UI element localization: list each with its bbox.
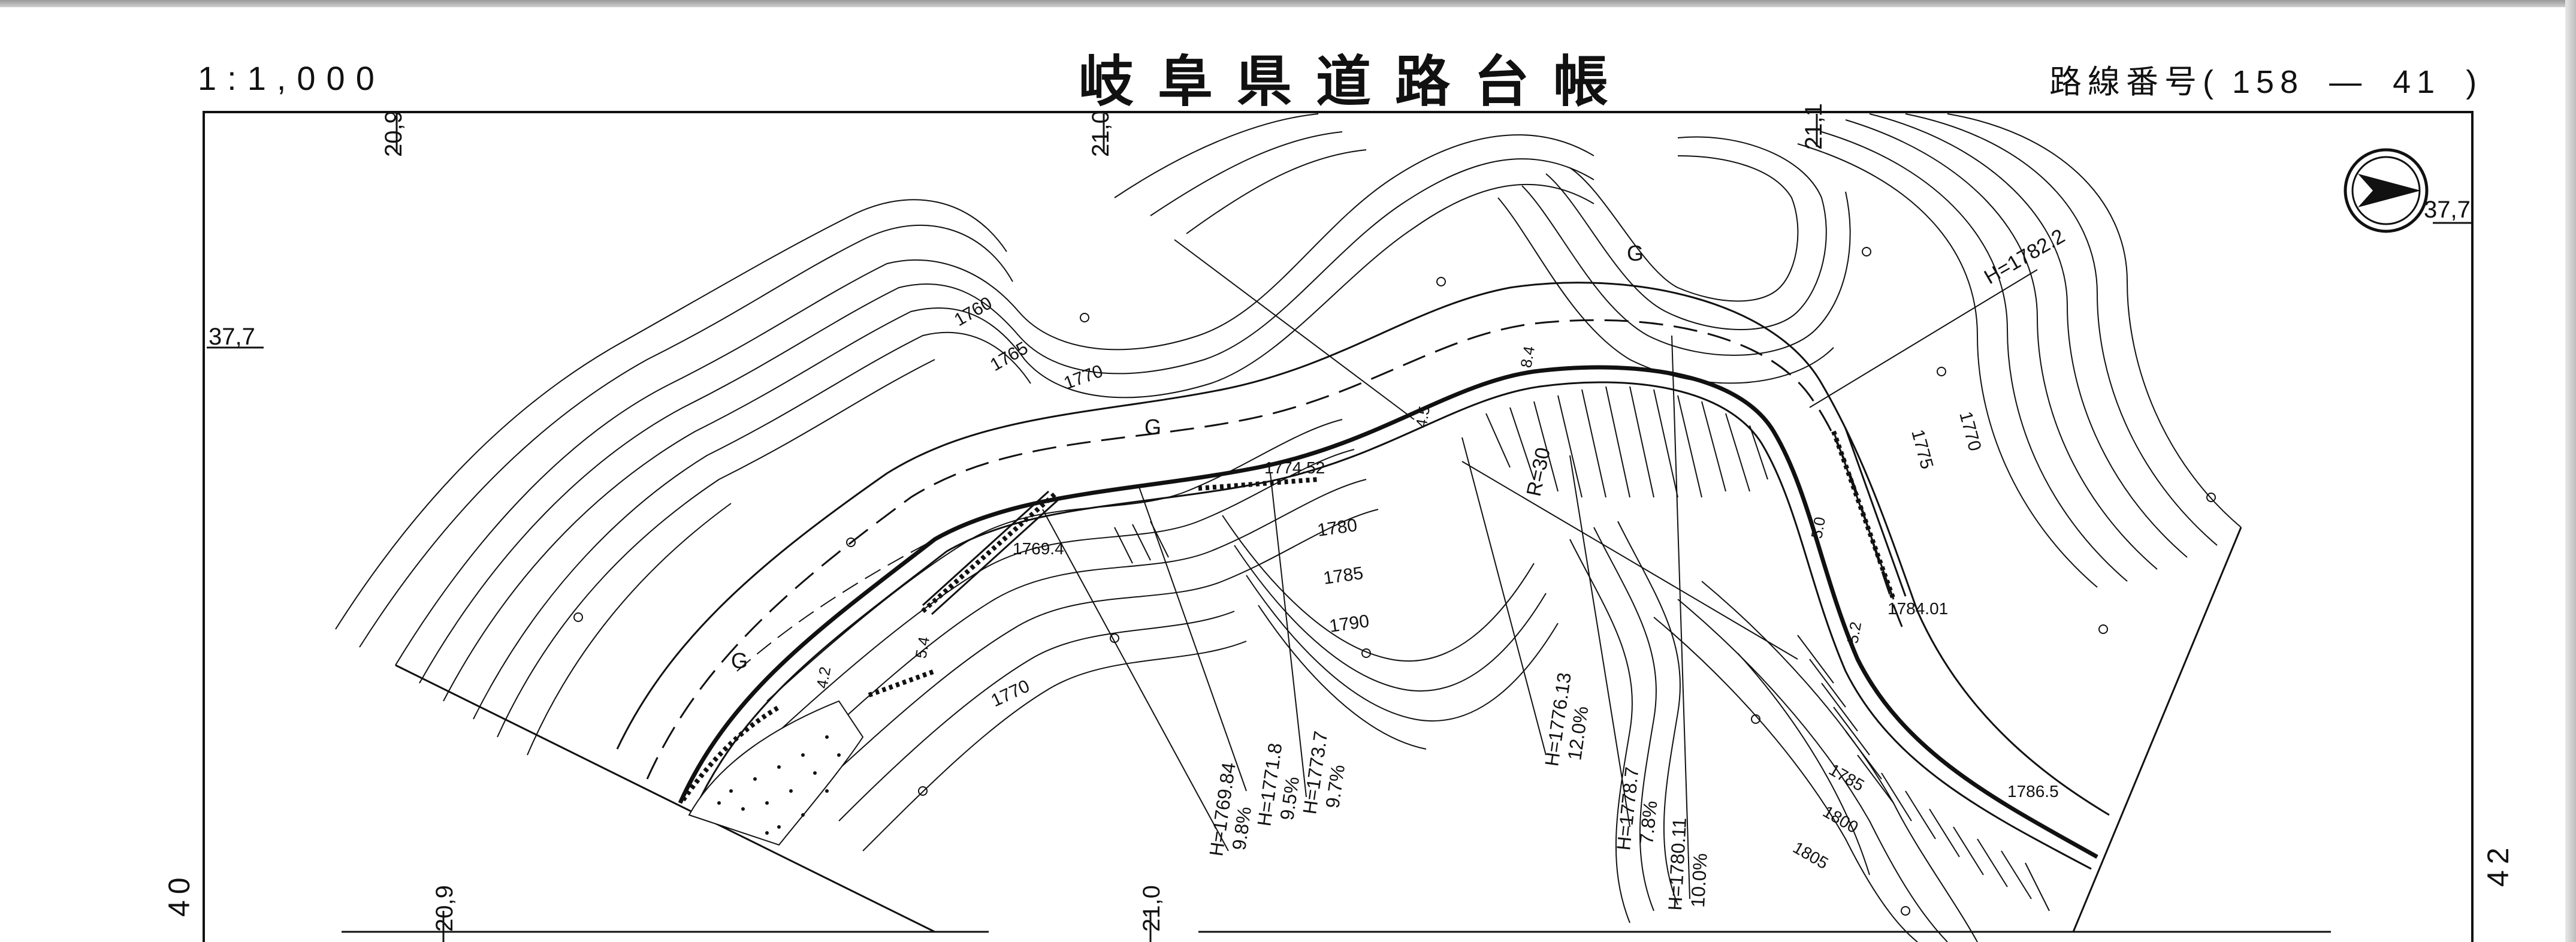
road-width: 4.5 [1412,404,1433,429]
map-annotations: 1760 1765 1770 1780 1785 1790 1770 1775 … [731,225,2069,911]
elevation-label: 1784.01 [1888,599,1948,618]
route-close: ) [2466,64,2483,100]
cut-slope-hatching [1114,386,2050,911]
road-width: 4.2 [813,665,834,690]
contour-lines [335,113,2242,942]
road-width: 5.2 [1843,620,1865,645]
fill-area [688,700,864,846]
gradient-percent: 10.0% [1687,853,1711,908]
grid-label-left: 37,7 [209,324,255,350]
route-prefix: 路線番号( [2049,64,2219,100]
map-scale: 1:1,000 [198,59,385,97]
contour-label: 1785 [1826,760,1867,795]
curve-radius: R=30 [1523,445,1555,498]
gradient-percent: 7.8% [1635,799,1661,845]
map-frame [203,111,2474,942]
contour-label: 1770 [988,676,1032,711]
route-sheet: 41 [2393,64,2441,100]
ground-label: G [731,648,748,673]
road-width: 5.0 [1807,515,1829,540]
contour-label: 1765 [987,338,1031,375]
contour-label: 1805 [1790,838,1831,872]
elevation-label: 1786.5 [2007,782,2059,801]
grid-label-right: 37,7 [2424,197,2471,223]
side-ditch [922,428,1907,615]
gradient-elevation: H=1780.11 [1664,817,1690,911]
point-symbols [573,247,2216,916]
sheet-boundary [395,527,2242,933]
contour-label: 1760 [951,293,995,330]
leader-lines [1042,239,2038,899]
grid-ticks [207,114,2474,942]
contour-label: 1775 [1907,427,1937,471]
route-code: 158 [2232,64,2305,100]
elevation-label: H=1782.2 [1980,225,2069,289]
page-title: 岐阜県道路台帳 [1079,50,1633,114]
road-width: 5.4 [911,635,933,660]
route-number: 路線番号( 158 — 41 ) [2049,55,2483,102]
elevation-label: 1774.52 [1264,458,1325,477]
scan-top-edge [0,0,2576,7]
road-width: 8.4 [1517,345,1538,369]
ground-label: G [1627,241,1644,265]
contour-label: 1790 [1328,611,1370,636]
contour-label: 1785 [1322,563,1364,588]
ground-label: G [1144,415,1161,439]
contour-label: 1780 [1316,515,1358,541]
scan-right-edge [2565,0,2576,942]
route-dash: — [2329,64,2368,100]
road-alignment [616,282,2110,870]
contour-label: 1770 [1955,409,1985,453]
north-arrow-icon [2344,148,2429,233]
elevation-label: 1769.4 [1013,539,1064,558]
